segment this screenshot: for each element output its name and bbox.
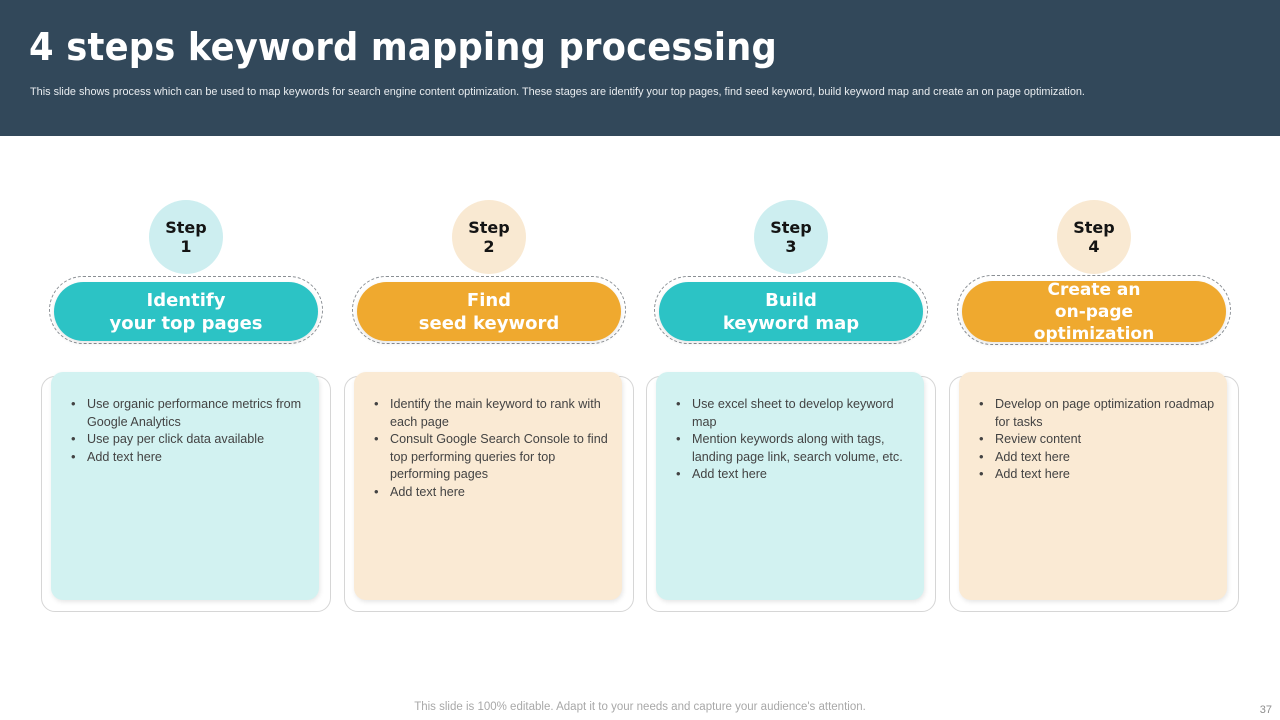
pill-dashed-outline: [957, 275, 1231, 345]
list-item: Review content: [977, 430, 1215, 449]
slide-header: 4 steps keyword mapping processing This …: [0, 0, 1280, 136]
step-badge-word: Step: [165, 218, 207, 237]
pill-dashed-outline: [352, 276, 626, 344]
step-title-pill-3[interactable]: Build keyword map: [654, 276, 928, 344]
pill-title-line-2: seed keyword: [418, 312, 560, 334]
pill-body: Build keyword map: [659, 282, 923, 341]
pill-title-line-1: Create an: [1047, 279, 1141, 300]
page-number: 37: [1259, 704, 1272, 716]
pill-body: Find seed keyword: [357, 282, 621, 341]
pill-title-line-1: Find: [466, 289, 512, 311]
step-column-4: Step 4 Create an on-page optimization De…: [943, 136, 1245, 636]
step-column-3: Step 3 Build keyword map Use excel sheet…: [640, 136, 942, 636]
list-item: Identify the main keyword to rank with e…: [372, 395, 610, 431]
step-card-2: Identify the main keyword to rank with e…: [354, 372, 622, 600]
step-badge-number: 3: [785, 237, 797, 256]
page-subtitle: This slide shows process which can be us…: [30, 86, 1085, 98]
step-card-3: Use excel sheet to develop keyword map M…: [656, 372, 924, 600]
list-item: Use organic performance metrics from Goo…: [69, 395, 307, 431]
page-title: 4 steps keyword mapping processing: [29, 25, 777, 69]
bullet-list-2: Identify the main keyword to rank with e…: [372, 395, 610, 502]
list-item: Add text here: [674, 465, 912, 484]
pill-title-line-2: on-page: [1054, 301, 1134, 322]
pill-title-line-1: Build: [765, 289, 817, 311]
pill-body: Create an on-page optimization: [962, 279, 1226, 344]
step-title-pill-2[interactable]: Find seed keyword: [352, 276, 626, 344]
step-badge-1: Step 1: [149, 200, 223, 274]
bullet-list-4: Develop on page optimization roadmap for…: [977, 395, 1215, 484]
list-item: Add text here: [372, 483, 610, 502]
step-badge-number: 4: [1088, 237, 1100, 256]
pill-title-line-2: your top pages: [109, 312, 263, 334]
step-badge-number: 2: [483, 237, 495, 256]
step-badge-4: Step 4: [1057, 200, 1131, 274]
step-card-4: Develop on page optimization roadmap for…: [959, 372, 1227, 600]
pill-title-line-2: keyword map: [722, 312, 860, 334]
step-column-1: Step 1 Identify your top pages Use organ…: [35, 136, 337, 636]
step-badge-word: Step: [770, 218, 812, 237]
step-card-1: Use organic performance metrics from Goo…: [51, 372, 319, 600]
pill-dashed-outline: [654, 276, 928, 344]
step-badge-3: Step 3: [754, 200, 828, 274]
step-title-pill-1[interactable]: Identify your top pages: [49, 276, 323, 344]
pill-body: Identify your top pages: [54, 282, 318, 341]
step-title-pill-4[interactable]: Create an on-page optimization: [957, 275, 1231, 345]
list-item: Use excel sheet to develop keyword map: [674, 395, 912, 431]
list-item: Add text here: [977, 448, 1215, 467]
steps-container: Step 1 Identify your top pages Use organ…: [0, 136, 1280, 676]
step-badge-number: 1: [180, 237, 192, 256]
list-item: Add text here: [977, 465, 1215, 484]
pill-title-line-3: optimization: [1033, 323, 1155, 344]
bullet-list-3: Use excel sheet to develop keyword map M…: [674, 395, 912, 484]
footer-note: This slide is 100% editable. Adapt it to…: [414, 701, 866, 713]
step-column-2: Step 2 Find seed keyword Identify the ma…: [338, 136, 640, 636]
list-item: Consult Google Search Console to find to…: [372, 430, 610, 484]
list-item: Use pay per click data available: [69, 430, 307, 449]
list-item: Add text here: [69, 448, 307, 467]
pill-dashed-outline: [49, 276, 323, 344]
pill-title-line-1: Identify: [146, 289, 226, 311]
step-badge-word: Step: [468, 218, 510, 237]
list-item: Mention keywords along with tags, landin…: [674, 430, 912, 466]
step-badge-2: Step 2: [452, 200, 526, 274]
step-badge-word: Step: [1073, 218, 1115, 237]
bullet-list-1: Use organic performance metrics from Goo…: [69, 395, 307, 467]
list-item: Develop on page optimization roadmap for…: [977, 395, 1215, 431]
